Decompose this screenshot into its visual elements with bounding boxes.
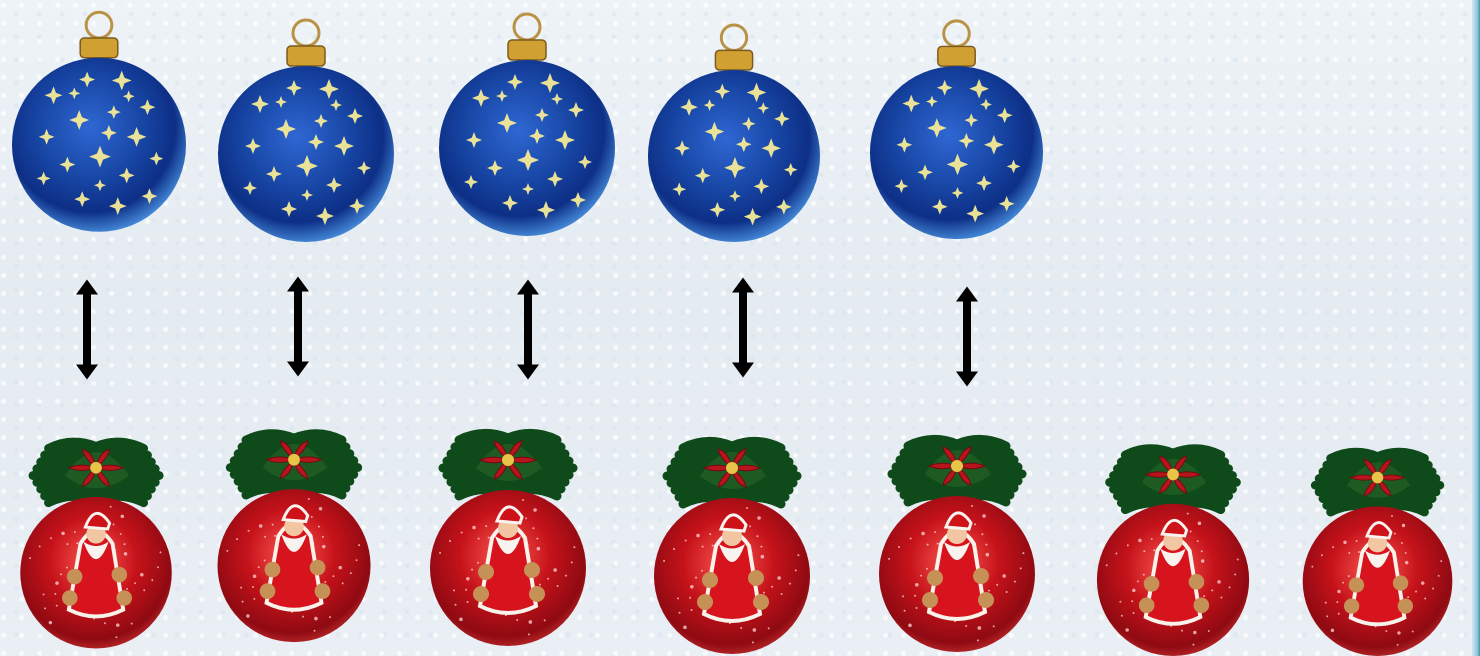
santa-red-ornament-4-svg — [628, 408, 838, 654]
double-arrow-4-icon — [731, 277, 755, 378]
blue-star-ornament-5 — [868, 18, 1045, 244]
santa-red-ornament-1-svg — [0, 406, 199, 652]
double-arrow-1-icon — [75, 279, 99, 380]
santa-red-ornament-6 — [1071, 416, 1277, 656]
blue-star-ornament-4 — [646, 22, 822, 247]
santa-red-ornament-3-svg — [404, 400, 614, 646]
santa-red-ornament-5-svg — [852, 406, 1064, 652]
double-arrow-3-icon — [516, 279, 540, 380]
blue-star-ornament-2-svg — [216, 18, 396, 246]
santa-red-ornament-2-svg — [192, 399, 398, 644]
double-arrow-2 — [286, 276, 310, 377]
blue-star-ornament-4-svg — [646, 22, 822, 247]
santa-red-ornament-3 — [404, 400, 614, 646]
double-arrow-4 — [731, 277, 755, 378]
double-arrow-1 — [75, 279, 99, 380]
blue-star-ornament-1-svg — [10, 10, 188, 236]
blue-star-ornament-1 — [10, 10, 188, 236]
santa-red-ornament-2 — [192, 399, 398, 644]
double-arrow-5-icon — [955, 286, 979, 387]
double-arrow-5 — [955, 286, 979, 387]
double-arrow-2-icon — [286, 276, 310, 377]
santa-red-ornament-7-svg — [1277, 420, 1480, 656]
blue-star-ornament-2 — [216, 18, 396, 246]
santa-red-ornament-5 — [852, 406, 1064, 652]
santa-red-ornament-4 — [628, 408, 838, 654]
blue-star-ornament-5-svg — [868, 18, 1045, 244]
santa-red-ornament-6-svg — [1071, 416, 1277, 656]
blue-star-ornament-3-svg — [437, 12, 617, 240]
double-arrow-3 — [516, 279, 540, 380]
blue-star-ornament-3 — [437, 12, 617, 240]
santa-red-ornament-7 — [1277, 420, 1480, 656]
santa-red-ornament-1 — [0, 406, 199, 652]
